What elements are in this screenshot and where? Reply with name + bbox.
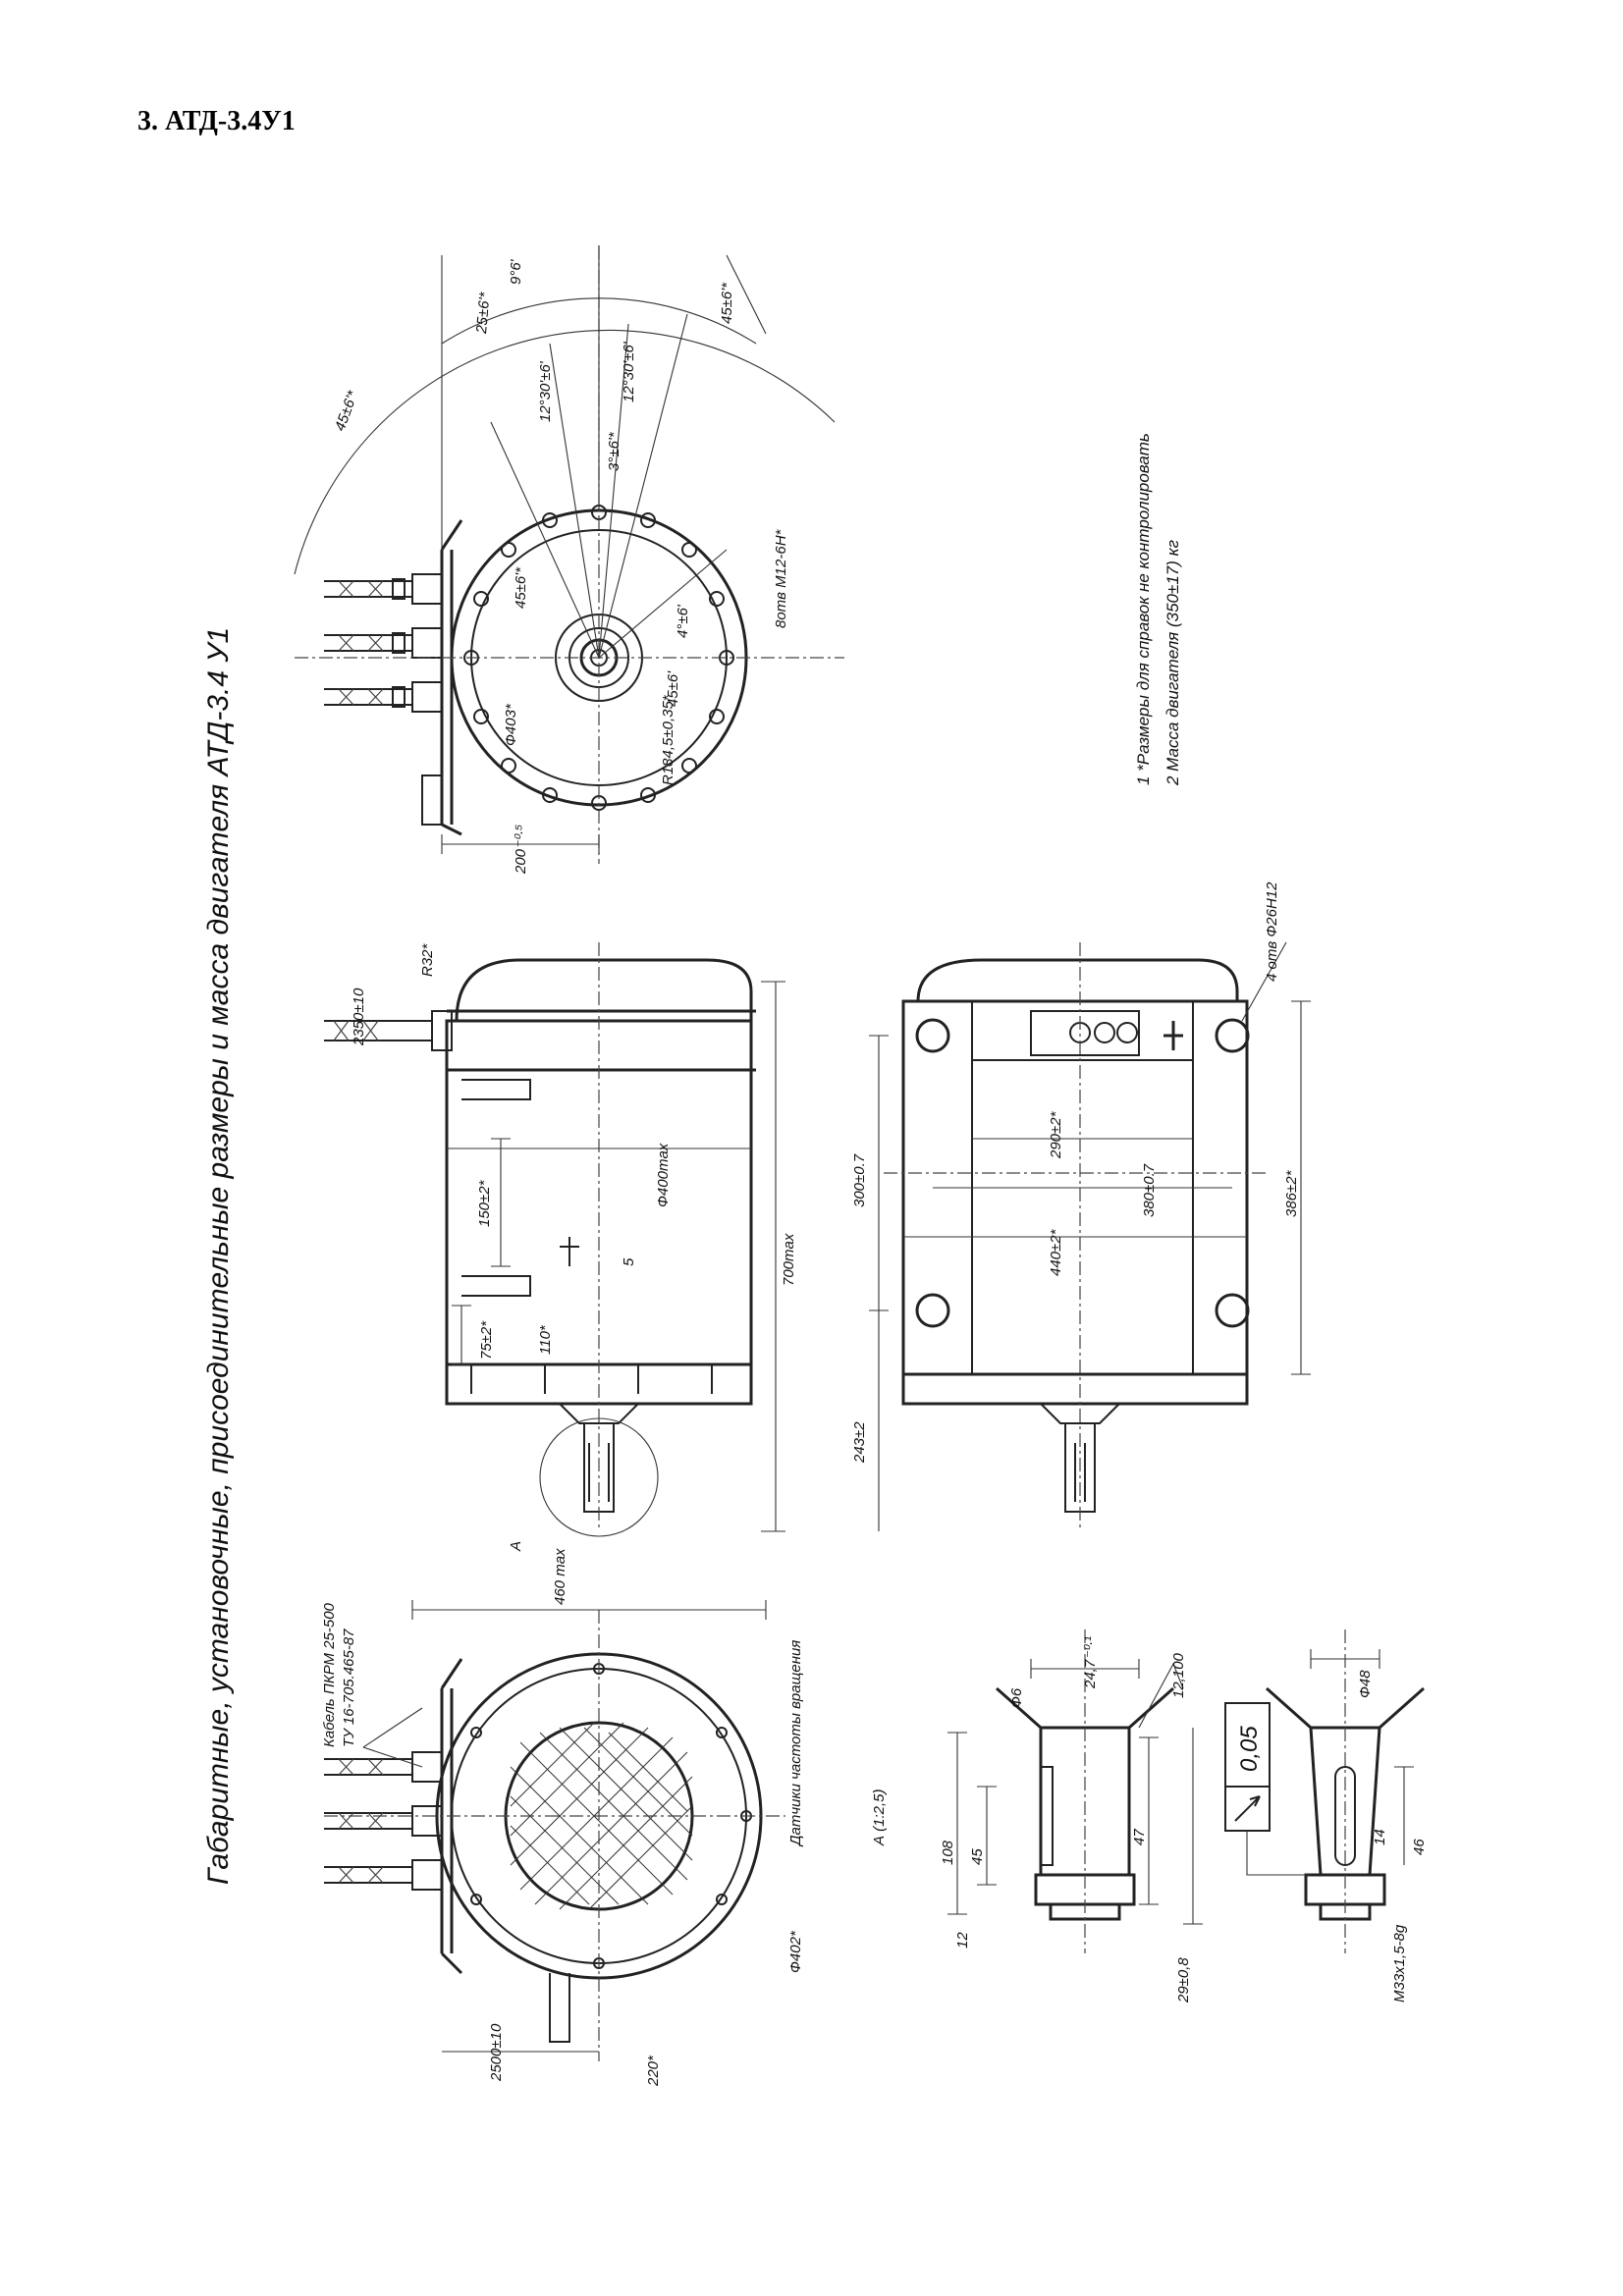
drawing-title: Габаритные, установочные, присоединитель…: [202, 627, 235, 1885]
rear-view: [324, 1600, 785, 2061]
dim-d200: 200⁻⁰·⁵: [513, 825, 529, 875]
dim-c300: 300±0.7: [851, 1153, 868, 1207]
page-heading: 3. АТД-3.4У1: [137, 106, 296, 136]
dim-a3: 3°±6'*: [606, 431, 622, 471]
dim-a45-1: 45±6'*: [332, 388, 362, 433]
dim-c5: 5: [621, 1257, 637, 1266]
dim-a12b: 12°30'±6': [621, 341, 637, 402]
dim-a4: 4°±6': [675, 604, 691, 638]
label-view-a: А (1:2,5): [871, 1789, 888, 1846]
note-2: 2 Масса двигателя (350±17) кг: [1163, 540, 1182, 786]
end-view-top: [294, 245, 844, 864]
dim-c2350: 2350±10: [351, 988, 367, 1046]
dim-c2500: 2500±10: [488, 2023, 505, 2082]
note-1: 1 *Размеры для справок не контролировать: [1134, 433, 1153, 785]
dim-d6: Ф6: [1008, 1687, 1025, 1708]
dim-rough: 12,100: [1170, 1652, 1187, 1698]
dim-r32: R32*: [419, 942, 436, 977]
grille-hatch: [510, 1722, 693, 1910]
dim-a45-3: 45±6'*: [513, 566, 529, 609]
dim-r184: R184,5±0,35*: [660, 694, 676, 785]
dim-thr2: М33х1,5-8g: [1391, 1924, 1408, 2002]
dim-c460: 460 max: [552, 1548, 568, 1605]
dim-c290: 290±2*: [1048, 1110, 1064, 1159]
dim-a45-4: 45±6': [665, 670, 681, 707]
dim-c380: 380±0.7: [1141, 1163, 1158, 1217]
dim-c75: 75±2*: [478, 1320, 495, 1360]
dim-c29: 29±0,8: [1175, 1957, 1192, 2003]
dim-d403: Ф403*: [503, 703, 519, 746]
label-sensor: Датчики частоты вращения: [787, 1640, 804, 1847]
dim-c14: 14: [1372, 1829, 1388, 1845]
dim-c45: 45: [969, 1848, 986, 1865]
dim-c150: 150±2*: [476, 1179, 493, 1227]
label-cable-1: Кабель ПКРМ 25-500: [321, 1602, 338, 1747]
dim-a45-2: 45±6'*: [719, 282, 735, 324]
dim-c110: 110*: [537, 1324, 554, 1355]
dim-c47: 47: [1131, 1829, 1148, 1845]
dim-c700: 700max: [781, 1233, 797, 1286]
label-cable-2: ТУ 16-705.465-87: [341, 1629, 357, 1747]
dim-a9: 9°6': [508, 258, 524, 285]
dim-c386: 386±2*: [1283, 1169, 1300, 1217]
tolerance-value: 0,05: [1236, 1726, 1263, 1772]
dim-c46: 46: [1411, 1839, 1428, 1855]
dim-d400: Ф400max: [655, 1143, 672, 1207]
dim-c243: 243±2: [851, 1421, 868, 1464]
dim-c108: 108: [940, 1840, 956, 1865]
bottom-view: [869, 941, 1311, 1531]
shaft-front-view: [1224, 1629, 1425, 1953]
dim-c12: 12: [954, 1932, 971, 1949]
dim-a12a: 12°30'±6': [537, 360, 554, 422]
dim-thread: 8отв М12-6Н*: [773, 528, 789, 628]
dim-c241: 24,7⁻⁰·¹: [1082, 1636, 1099, 1689]
cable-glands-top: [324, 573, 443, 713]
dim-c440: 440±2*: [1048, 1228, 1064, 1276]
dim-c220: 220*: [645, 2055, 662, 2087]
dim-a25: 25±6'*: [473, 291, 494, 335]
detail-a: [947, 1629, 1203, 1953]
side-view: [324, 942, 785, 1537]
mark-a: А: [508, 1541, 524, 1552]
dim-d48: Ф48: [1357, 1670, 1374, 1698]
dim-holes: 4 отв Ф26Н12: [1264, 881, 1280, 982]
dim-d402: Ф402*: [787, 1930, 804, 1973]
